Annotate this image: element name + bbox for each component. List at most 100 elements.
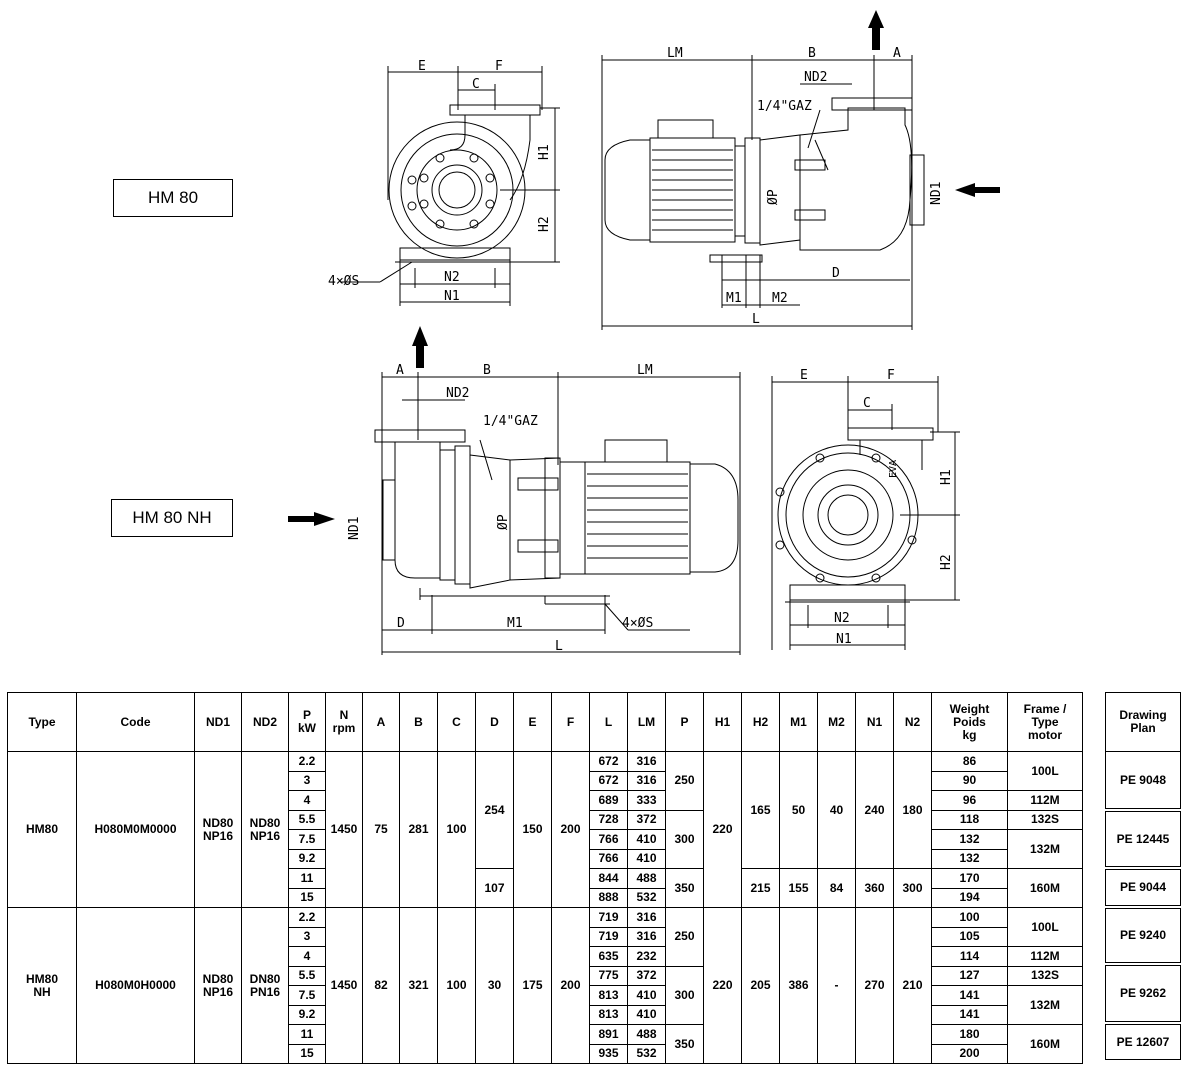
l-cell: 719	[589, 926, 628, 947]
weight-cell: 170	[931, 868, 1008, 889]
drawing-plan-table: Drawing Plan PE 9048 PE 12445 PE 9044 PE…	[1105, 692, 1181, 1060]
c-cell: 100	[437, 751, 476, 908]
header-lm: LM	[627, 692, 666, 752]
dim-OP-bot: ØP	[496, 514, 511, 530]
power-cell: 5.5	[288, 965, 326, 986]
dim-LM-top: LM	[667, 46, 683, 61]
dim-F-bot: F	[887, 368, 895, 383]
header-n1: N1	[855, 692, 894, 752]
lm-cell: 410	[627, 985, 666, 1006]
l-cell: 689	[589, 790, 628, 811]
dim-H2-bot: H2	[939, 554, 954, 570]
h2-cell: 215	[741, 868, 780, 908]
hm80nh-front-view	[771, 376, 960, 650]
header-n2: N2	[893, 692, 932, 752]
nd2-cell: DN80 PN16	[241, 907, 289, 1064]
frame-cell: 100L	[1007, 751, 1083, 791]
lm-cell: 410	[627, 1004, 666, 1025]
power-cell: 2.2	[288, 907, 326, 928]
h1-cell: 220	[703, 907, 742, 1064]
l-cell: 891	[589, 1024, 628, 1045]
dim-A-top: A	[893, 46, 901, 61]
header-f: F	[551, 692, 590, 752]
dim-H1-bot: H1	[939, 469, 954, 485]
table-row: 7.5 813 410 141 132M	[8, 985, 1083, 1025]
lm-cell: 488	[627, 868, 666, 889]
nd2-cell: ND80 NP16	[241, 751, 289, 908]
technical-drawing: E F C H1 H2 N2 N1 4×ØS	[288, 10, 1000, 655]
weight-cell: 114	[931, 946, 1008, 967]
l-cell: 766	[589, 829, 628, 850]
lm-cell: 232	[627, 946, 666, 967]
power-cell: 3	[288, 770, 326, 791]
header-frame: Frame / Type motor	[1007, 692, 1083, 752]
p-cell: 350	[665, 868, 704, 908]
plan-cell: PE 12607	[1105, 1024, 1181, 1060]
nd1-cell: ND80 NP16	[194, 907, 242, 1064]
d-cell: 254	[475, 751, 514, 869]
header-p: P	[665, 692, 704, 752]
header-drawing-plan: Drawing Plan	[1105, 692, 1181, 752]
m1-cell: 155	[779, 868, 818, 908]
n2-cell: 300	[893, 868, 932, 908]
dim-F-top: F	[495, 59, 503, 74]
header-e: E	[513, 692, 552, 752]
table-row: 5.5 728 372 300 118 132S	[8, 809, 1083, 869]
weight-cell: 118	[931, 809, 1008, 830]
lm-cell: 410	[627, 848, 666, 869]
table-row: 5.5 775 372 300 127 132S	[8, 965, 1083, 1025]
f-cell: 200	[551, 907, 590, 1064]
plan-cell: PE 9240	[1105, 908, 1181, 963]
weight-cell: 100	[931, 907, 1008, 928]
weight-cell: 141	[931, 1004, 1008, 1025]
power-cell: 5.5	[288, 809, 326, 830]
power-cell: 4	[288, 946, 326, 967]
header-d: D	[475, 692, 514, 752]
l-cell: 935	[589, 1043, 628, 1064]
weight-cell: 90	[931, 770, 1008, 791]
dim-N1-top: N1	[444, 289, 460, 304]
n1-cell: 360	[855, 868, 894, 908]
l-cell: 813	[589, 1004, 628, 1025]
lm-cell: 316	[627, 770, 666, 791]
header-type: Type	[7, 692, 77, 752]
l-cell: 728	[589, 809, 628, 830]
table-row: 7.5 766 410 132 132M	[8, 829, 1083, 869]
lm-cell: 410	[627, 829, 666, 850]
h2-cell: 165	[741, 751, 780, 869]
hm80-front-view	[340, 66, 560, 306]
weight-cell: 132	[931, 848, 1008, 869]
b-cell: 321	[399, 907, 438, 1064]
dim-N2-top: N2	[444, 270, 460, 285]
weight-cell: 180	[931, 1024, 1008, 1045]
power-cell: 9.2	[288, 848, 326, 869]
weight-cell: 194	[931, 887, 1008, 908]
power-cell: 15	[288, 1043, 326, 1064]
lm-cell: 372	[627, 809, 666, 830]
rpm-cell: 1450	[325, 751, 363, 908]
rpm-cell: 1450	[325, 907, 363, 1064]
power-cell: 7.5	[288, 829, 326, 850]
n2-cell: 180	[893, 751, 932, 869]
dim-D-top: D	[832, 266, 840, 281]
header-nd1: ND1	[194, 692, 242, 752]
weight-cell: 86	[931, 751, 1008, 772]
dim-ND2-bot: ND2	[446, 386, 469, 401]
dim-N1-bot: N1	[836, 632, 852, 647]
m1-cell: 50	[779, 751, 818, 869]
dim-ND1-bot: ND1	[347, 517, 362, 540]
m2-cell: 40	[817, 751, 856, 869]
plan-cell: PE 12445	[1105, 811, 1181, 867]
l-cell: 672	[589, 751, 628, 772]
dim-B-top: B	[808, 46, 816, 61]
h2-cell: 205	[741, 907, 780, 1064]
dim-B-bot: B	[483, 363, 491, 378]
dim-H2-top: H2	[537, 216, 552, 232]
code-cell: H080M0M0000	[76, 751, 195, 908]
header-power: P kW	[288, 692, 326, 752]
weight-cell: 96	[931, 790, 1008, 811]
dim-S-top: 4×ØS	[328, 274, 359, 289]
weight-cell: 132	[931, 829, 1008, 850]
power-cell: 11	[288, 1024, 326, 1045]
weight-cell: 141	[931, 985, 1008, 1006]
